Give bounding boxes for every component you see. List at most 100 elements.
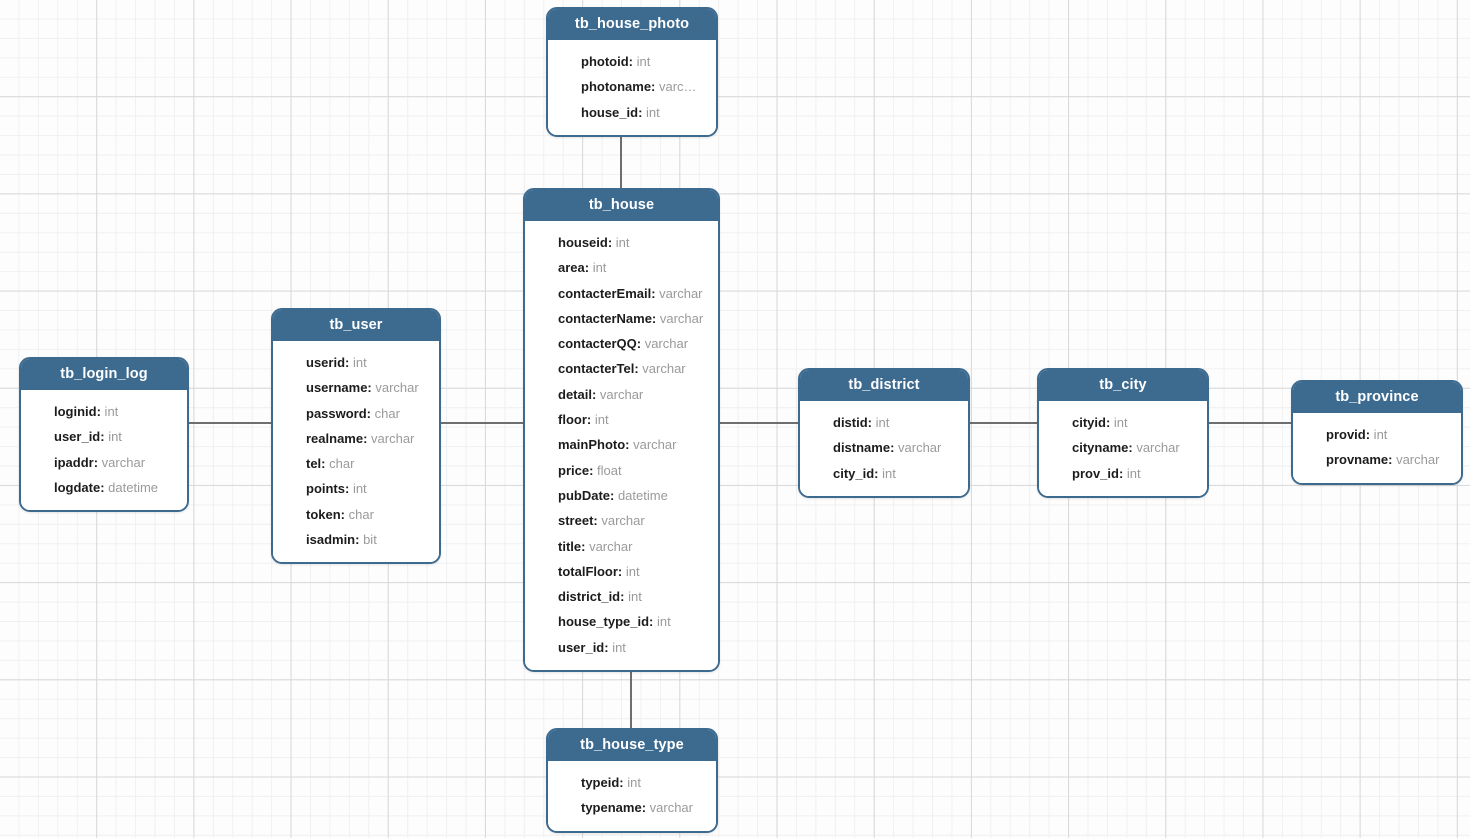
field-row[interactable]: houseid: int xyxy=(525,230,718,255)
field-row[interactable]: ipaddr: varchar xyxy=(21,450,187,475)
field-row[interactable]: typename: varchar xyxy=(548,795,716,820)
field-row[interactable]: provname: varchar xyxy=(1293,447,1461,472)
field-type: varchar xyxy=(638,361,686,377)
field-type: int xyxy=(589,260,607,276)
relationship-line-tb_house-tb_district[interactable] xyxy=(718,422,800,424)
field-row[interactable]: loginid: int xyxy=(21,399,187,424)
field-type: bit xyxy=(359,532,377,548)
field-name: detail: xyxy=(558,386,597,402)
field-row[interactable]: price: float xyxy=(525,458,718,483)
field-type: varchar xyxy=(641,336,689,352)
field-row[interactable]: city_id: int xyxy=(800,461,968,486)
field-row[interactable]: contacterTel: varchar xyxy=(525,356,718,381)
field-row[interactable]: prov_id: int xyxy=(1039,461,1207,486)
field-type: varchar xyxy=(656,310,704,326)
field-row[interactable]: area: int xyxy=(525,255,718,280)
entity-title-tb_district[interactable]: tb_district xyxy=(800,370,968,401)
field-row[interactable]: realname: varchar xyxy=(273,426,439,451)
field-type: int xyxy=(1123,465,1141,481)
field-name: prov_id: xyxy=(1072,465,1124,481)
relationship-line-tb_house_photo-tb_house[interactable] xyxy=(620,131,622,189)
entity-title-tb_city[interactable]: tb_city xyxy=(1039,370,1207,401)
field-row[interactable]: contacterEmail: varchar xyxy=(525,281,718,306)
field-row[interactable]: password: char xyxy=(273,401,439,426)
entity-title-tb_house_photo[interactable]: tb_house_photo xyxy=(548,9,716,40)
field-name: contacterQQ: xyxy=(558,336,642,352)
relationship-line-tb_house-tb_house_type[interactable] xyxy=(630,664,632,729)
field-row[interactable]: totalFloor: int xyxy=(525,559,718,584)
field-type: int xyxy=(349,481,367,497)
field-row[interactable]: user_id: int xyxy=(525,635,718,660)
field-row[interactable]: street: varchar xyxy=(525,508,718,533)
field-type: char xyxy=(345,506,374,522)
field-row[interactable]: photoname: varc… xyxy=(548,74,716,99)
field-name: cityid: xyxy=(1072,415,1111,430)
field-name: district_id: xyxy=(558,589,625,605)
field-row[interactable]: provid: int xyxy=(1293,422,1461,447)
field-row[interactable]: mainPhoto: varchar xyxy=(525,432,718,457)
field-row[interactable]: photoid: int xyxy=(548,49,716,74)
field-name: photoname: xyxy=(581,79,656,95)
field-type: char xyxy=(371,405,400,421)
field-type: varchar xyxy=(98,454,146,470)
entity-title-tb_house[interactable]: tb_house xyxy=(525,190,718,221)
field-name: loginid: xyxy=(54,404,101,419)
field-row[interactable]: user_id: int xyxy=(21,424,187,449)
relationship-line-tb_city-tb_province[interactable] xyxy=(1207,422,1293,424)
field-name: cityname: xyxy=(1072,440,1133,456)
relationship-line-tb_user-tb_house[interactable] xyxy=(440,422,525,424)
field-row[interactable]: username: varchar xyxy=(273,375,439,400)
field-row[interactable]: userid: int xyxy=(273,350,439,375)
field-row[interactable]: tel: char xyxy=(273,451,439,476)
field-row[interactable]: district_id: int xyxy=(525,584,718,609)
field-row[interactable]: typeid: int xyxy=(548,770,716,795)
field-row[interactable]: logdate: datetime xyxy=(21,475,187,500)
field-row[interactable]: pubDate: datetime xyxy=(525,483,718,508)
field-row[interactable]: isadmin: bit xyxy=(273,527,439,552)
field-name: password: xyxy=(306,405,372,421)
field-type: varchar xyxy=(371,380,419,396)
field-row[interactable]: cityid: int xyxy=(1039,410,1207,435)
field-row[interactable]: distid: int xyxy=(800,410,968,435)
field-type: int xyxy=(622,563,640,579)
field-row[interactable]: cityname: varchar xyxy=(1039,435,1207,460)
field-row[interactable]: contacterName: varchar xyxy=(525,306,718,331)
field-name: floor: xyxy=(558,412,592,428)
field-name: isadmin: xyxy=(306,532,360,548)
field-row[interactable]: token: char xyxy=(273,502,439,527)
entity-title-tb_house_type[interactable]: tb_house_type xyxy=(548,730,716,761)
field-type: varchar xyxy=(894,440,942,456)
field-row[interactable]: contacterQQ: varchar xyxy=(525,331,718,356)
field-row[interactable]: detail: varchar xyxy=(525,382,718,407)
field-row[interactable]: distname: varchar xyxy=(800,435,968,460)
field-row[interactable]: points: int xyxy=(273,476,439,501)
field-type: int xyxy=(1110,415,1128,430)
field-type: int xyxy=(591,412,609,428)
field-row[interactable]: floor: int xyxy=(525,407,718,432)
field-name: street: xyxy=(558,513,598,529)
field-type: int xyxy=(624,589,642,605)
field-type: varchar xyxy=(585,538,633,554)
relationship-line-tb_district-tb_city[interactable] xyxy=(968,422,1039,424)
relationship-line-tb_login_log-tb_user[interactable] xyxy=(188,422,273,424)
field-row[interactable]: house_type_id: int xyxy=(525,609,718,634)
field-row[interactable]: title: varchar xyxy=(525,534,718,559)
entity-title-tb_user[interactable]: tb_user xyxy=(273,310,439,341)
entity-title-tb_province[interactable]: tb_province xyxy=(1293,382,1461,413)
entity-title-tb_login_log[interactable]: tb_login_log xyxy=(21,359,187,390)
field-type: int xyxy=(642,104,660,120)
field-row[interactable]: house_id: int xyxy=(548,100,716,125)
